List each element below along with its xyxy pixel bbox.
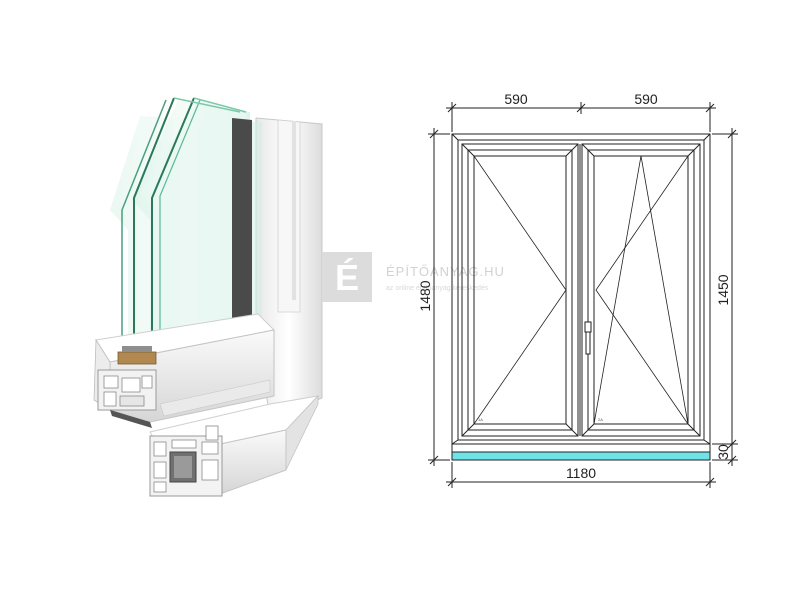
dimension-labels: 590 590 1480 1450 30 1180 1A 2A bbox=[417, 91, 731, 481]
watermark: É ÉPÍTŐANYAG.HU az online építőanyag ker… bbox=[322, 252, 505, 302]
window-profile-illustration bbox=[93, 97, 323, 497]
left-sash bbox=[461, 143, 579, 437]
sill-strip bbox=[451, 451, 711, 461]
dim-top-right: 590 bbox=[634, 91, 658, 107]
watermark-brand: ÉPÍTŐANYAG.HU bbox=[386, 264, 505, 279]
sash-profile bbox=[93, 313, 276, 428]
technical-drawing bbox=[428, 102, 738, 488]
sash-left-mark: 1A bbox=[478, 417, 483, 422]
dim-left-height: 1480 bbox=[417, 280, 433, 311]
watermark-logo-box bbox=[322, 252, 372, 302]
window-handle bbox=[584, 321, 592, 355]
frame-profile bbox=[149, 394, 320, 497]
dim-right-height: 1450 bbox=[715, 274, 731, 305]
sash-right-mark: 2A bbox=[598, 417, 603, 422]
glass-panes bbox=[110, 97, 262, 356]
dim-bottom-width: 1180 bbox=[566, 465, 596, 481]
dim-sill: 30 bbox=[715, 444, 731, 460]
watermark-logo-letter: É bbox=[335, 257, 359, 298]
outer-frame bbox=[451, 133, 711, 445]
dim-top-left: 590 bbox=[504, 91, 528, 107]
right-sash bbox=[581, 143, 701, 437]
watermark-tagline: az online építőanyag kereskedés bbox=[386, 285, 489, 292]
